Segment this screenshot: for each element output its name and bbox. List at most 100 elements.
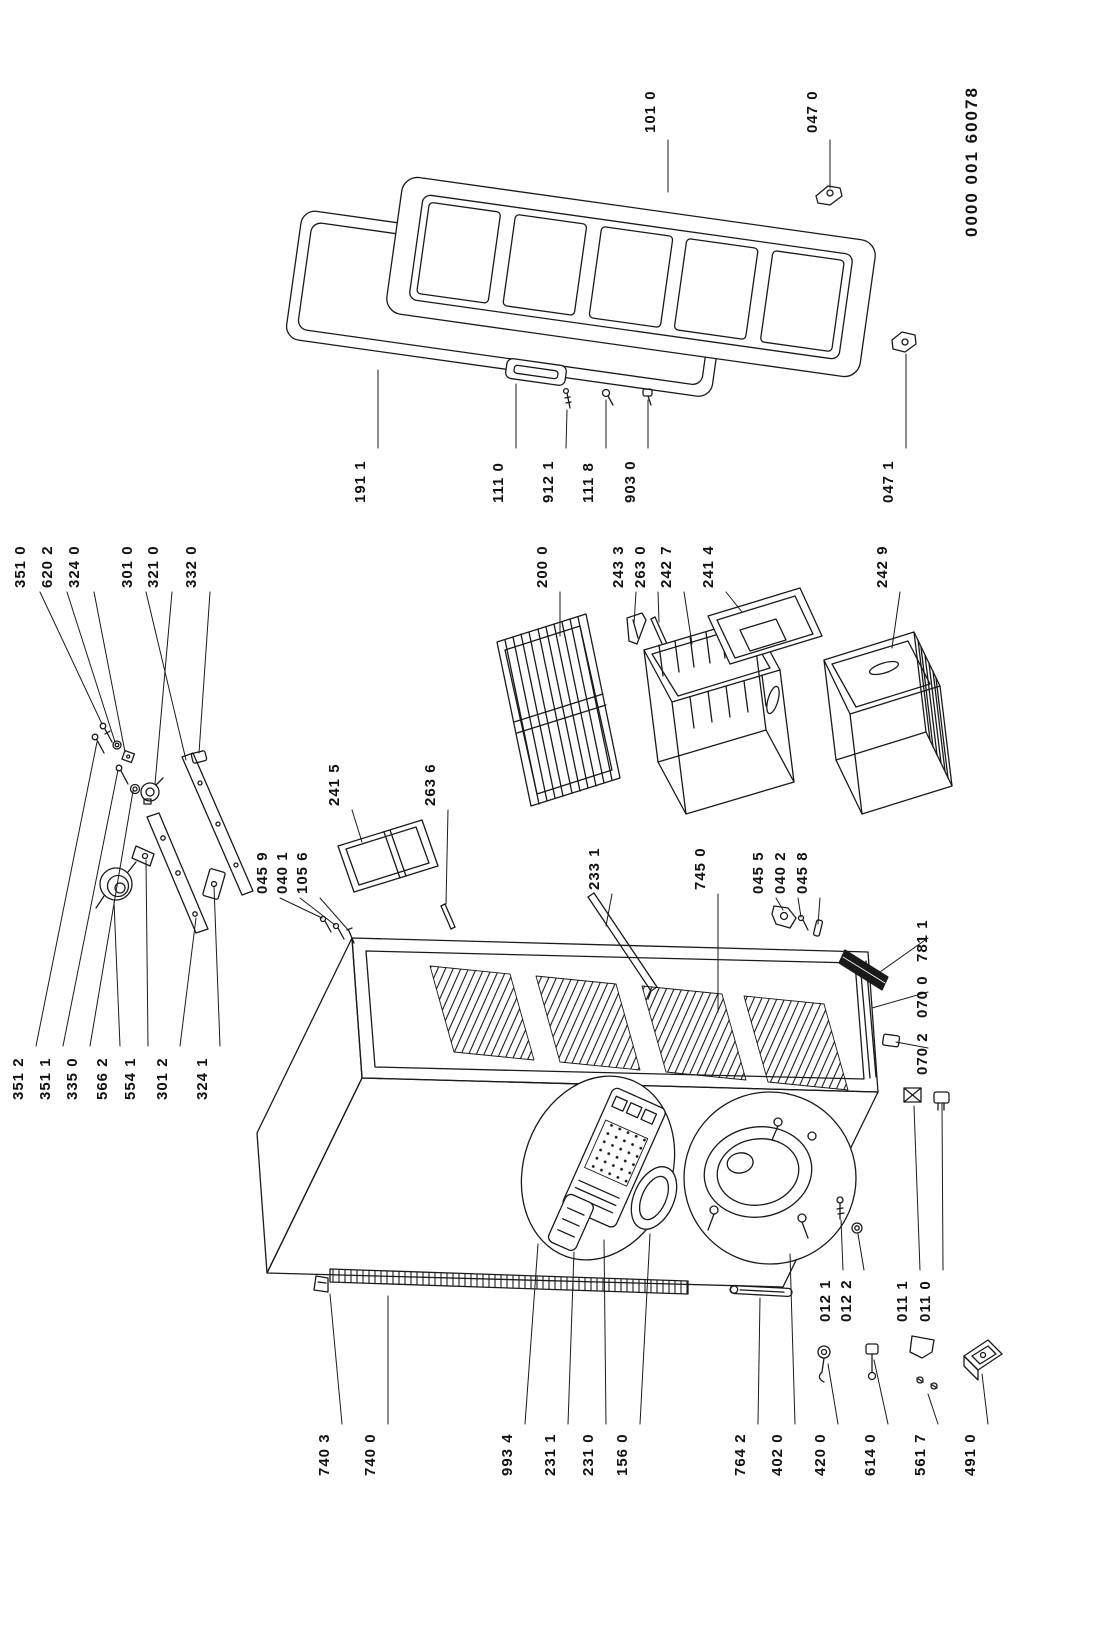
- part-label-332-0: 332 0: [183, 545, 200, 588]
- part-label-351-0: 351 0: [12, 545, 29, 588]
- part-label-764-2: 764 2: [732, 1433, 749, 1476]
- part-label-105-6: 105 6: [294, 851, 311, 894]
- part-label-241-4: 241 4: [700, 545, 717, 588]
- part-label-231-1: 231 1: [542, 1433, 559, 1476]
- plate-324-1: [202, 868, 226, 900]
- part-label-620-2: 620 2: [39, 545, 56, 588]
- part-label-993-4: 993 4: [499, 1433, 516, 1476]
- screw-040-2: [797, 914, 809, 931]
- screw-045-9: [319, 915, 332, 933]
- grommet-420-0: [817, 1345, 831, 1383]
- part-label-263-0: 263 0: [632, 545, 649, 588]
- part-label-045-8: 045 8: [794, 851, 811, 894]
- part-label-040-2: 040 2: [772, 851, 789, 894]
- part-label-561-7: 561 7: [912, 1433, 929, 1476]
- part-label-566-2: 566 2: [94, 1057, 111, 1100]
- part-label-011-0: 011 0: [917, 1280, 934, 1322]
- screw-040-1: [332, 922, 345, 940]
- part-label-263-6: 263 6: [422, 763, 439, 806]
- door-handle-111-0: [505, 358, 567, 386]
- part-label-351-2: 351 2: [10, 1057, 27, 1100]
- part-label-614-0: 614 0: [862, 1433, 879, 1476]
- part-label-324-1: 324 1: [194, 1057, 211, 1100]
- screw-912-1: [562, 387, 572, 409]
- part-label-070-2: 070 2: [914, 1032, 931, 1075]
- hinge-047-1: [891, 331, 917, 353]
- part-label-101-0: 101 0: [642, 90, 659, 133]
- part-label-047-1: 047 1: [880, 460, 897, 503]
- part-label-420-0: 420 0: [812, 1433, 829, 1476]
- part-label-903-0: 903 0: [622, 460, 639, 503]
- part-label-045-9: 045 9: [254, 851, 271, 894]
- part-label-402-0: 402 0: [769, 1433, 786, 1476]
- spring-566-2: [95, 861, 137, 909]
- part-label-231-0: 231 0: [580, 1433, 597, 1476]
- washer-620-2: [112, 740, 122, 750]
- wire-shelf-200-0: [496, 613, 621, 807]
- bracket-561-7: [909, 1335, 938, 1390]
- part-label-491-0: 491 0: [962, 1433, 979, 1476]
- part-label-912-1: 912 1: [540, 460, 557, 503]
- heater-strip-740-0: [329, 1268, 689, 1295]
- part-label-745-0: 745 0: [692, 847, 709, 890]
- part-label-200-0: 200 0: [534, 545, 551, 588]
- hinge-047-0: [815, 185, 843, 206]
- screw-351-0: [99, 722, 113, 743]
- part-label-335-0: 335 0: [64, 1057, 81, 1100]
- part-label-047-0: 047 0: [804, 90, 821, 133]
- grommet-335-0: [129, 783, 141, 795]
- pin-045-8: [812, 919, 824, 937]
- part-label-351-1: 351 1: [37, 1057, 54, 1100]
- part-label-111-8: 111 8: [580, 462, 597, 503]
- cover-plate-231-1: [547, 1193, 594, 1251]
- nut-324-0: [121, 749, 136, 764]
- basket-242-9: [823, 631, 953, 815]
- cabinet-body: [256, 937, 879, 1288]
- evaporator-745-0: [429, 965, 849, 1091]
- part-label-321-0: 321 0: [145, 545, 162, 588]
- compressor-402-0: [683, 1091, 857, 1265]
- wedge-781-1: [838, 949, 889, 991]
- clip-070-2: [881, 1033, 901, 1048]
- part-label-301-0: 301 0: [119, 545, 136, 588]
- document-number: 0000 001 60078: [962, 86, 981, 237]
- tray-241-5: [337, 819, 439, 893]
- screw-351-1: [115, 764, 129, 785]
- leader-lines: [35, 139, 989, 1425]
- bracket-554-1: [131, 845, 155, 867]
- part-label-554-1: 554 1: [122, 1057, 139, 1100]
- bracket-243-3: [626, 612, 647, 645]
- bracket-491-0: [963, 1339, 1003, 1381]
- grommet-012-2: [851, 1222, 863, 1234]
- relay-156-0: [630, 1166, 678, 1230]
- part-label-156-0: 156 0: [614, 1433, 631, 1476]
- screw-351-2: [91, 733, 105, 754]
- part-label-040-1: 040 1: [274, 851, 291, 894]
- part-label-301-2: 301 2: [154, 1057, 171, 1100]
- cam-321-0: [140, 777, 164, 805]
- rail-301-0: [181, 752, 254, 896]
- bracket-740-3: [313, 1275, 329, 1293]
- part-label-233-1: 233 1: [586, 847, 603, 890]
- rail-301-2: [146, 812, 209, 934]
- part-label-011-1: 011 1: [894, 1280, 911, 1322]
- clip-011-1: [903, 1087, 922, 1103]
- lid-241-4: [707, 587, 823, 665]
- part-label-740-3: 740 3: [316, 1433, 333, 1476]
- rod-263-6: [440, 903, 456, 930]
- part-label-012-1: 012 1: [817, 1279, 834, 1322]
- part-label-242-9: 242 9: [874, 545, 891, 588]
- part-label-012-2: 012 2: [838, 1279, 855, 1322]
- part-label-324-0: 324 0: [66, 545, 83, 588]
- part-label-191-1: 191 1: [352, 460, 369, 503]
- clip-111-8: [601, 388, 614, 406]
- thermostat-tube-764-2: [729, 1284, 793, 1298]
- part-label-045-5: 045 5: [750, 851, 767, 894]
- part-label-111-0: 111 0: [490, 462, 507, 503]
- plug-011-0: [933, 1091, 950, 1111]
- part-label-740-0: 740 0: [362, 1433, 379, 1476]
- cap-903-0: [642, 388, 653, 406]
- part-label-781-1: 781 1: [914, 919, 931, 962]
